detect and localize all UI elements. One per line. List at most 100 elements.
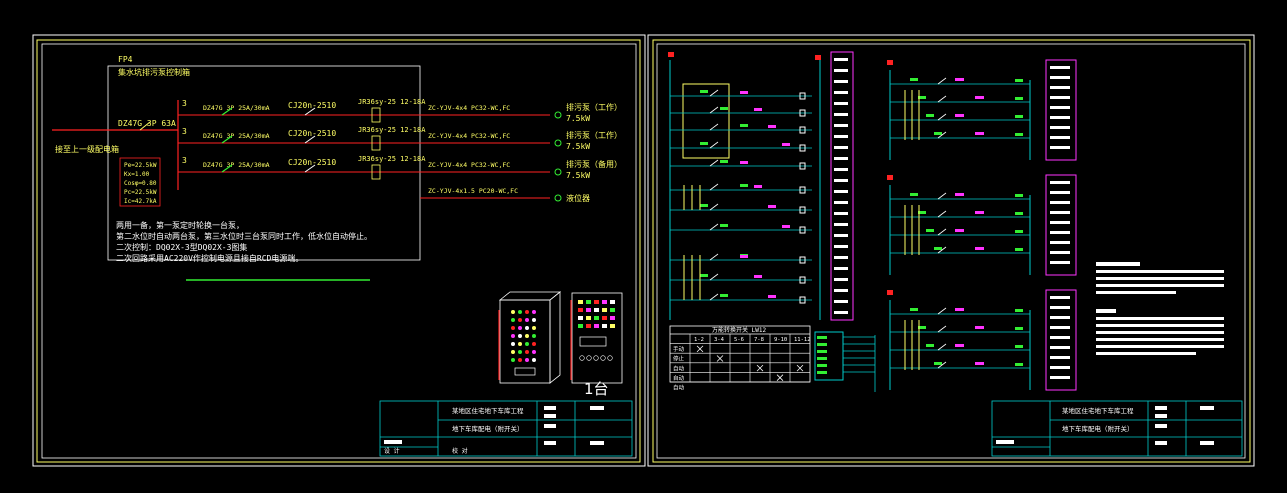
coil-tag xyxy=(926,344,934,347)
coil-tag xyxy=(700,204,708,207)
contact-tag xyxy=(955,308,964,311)
indicator-light xyxy=(518,358,522,362)
load-power: 7.5kW xyxy=(566,114,590,123)
indicator-light xyxy=(602,308,607,312)
note-line: 二次回路采用AC220V作控制电源且接自RCD电源端。 xyxy=(116,253,303,263)
panel-title: 集水坑排污泵控制箱 xyxy=(118,67,190,77)
coil-tag xyxy=(910,308,918,311)
note-line: 二次控制：DQ02X-3型DQ02X-3图集 xyxy=(116,242,247,252)
title-project: 某地区住宅地下车库工程 xyxy=(452,406,524,415)
coil-tag xyxy=(1015,97,1023,100)
fuse-tag xyxy=(887,290,893,295)
terminal-tag xyxy=(817,371,827,374)
contact-tag xyxy=(975,326,984,329)
switch-col-header: 3-4 xyxy=(714,337,725,343)
panel-knob xyxy=(593,355,599,361)
switch-row-label: 停止 xyxy=(673,355,685,363)
contact-tag xyxy=(955,344,964,347)
terminal xyxy=(799,226,806,234)
contactor-label: CJ20n-2510 xyxy=(288,101,336,110)
terminal-tag xyxy=(817,357,827,360)
contactor-label: CJ20n-2510 xyxy=(288,158,336,167)
terminal-tag xyxy=(817,343,827,346)
device-label xyxy=(834,267,848,270)
cable-label: ZC-YJV-4x4 PC32-WC,FC xyxy=(428,161,510,169)
wire xyxy=(937,246,947,254)
wire xyxy=(937,361,947,369)
wire xyxy=(937,192,947,200)
indicator-light xyxy=(518,310,522,314)
terminal xyxy=(799,162,806,170)
device-label xyxy=(834,190,848,193)
indicator-light xyxy=(518,350,522,354)
wire xyxy=(709,223,719,231)
device-label xyxy=(834,69,848,72)
indicator-light xyxy=(610,316,615,320)
coil-tag xyxy=(918,326,926,329)
coil-tag xyxy=(740,124,748,127)
indicator-light xyxy=(610,308,615,312)
branch-circuit-3: 3 DZ47G 3P 25A/30mA CJ20n-2510 JR36sy-25… xyxy=(178,155,622,180)
indicator-light xyxy=(532,310,536,314)
wire xyxy=(937,77,947,85)
load-power: 7.5kW xyxy=(566,171,590,180)
branch-breaker-label: DZ47G 3P 25A/30mA xyxy=(203,104,270,112)
cabinet-illustration: 1台 xyxy=(498,291,623,398)
device-label xyxy=(1050,66,1070,69)
branch-breaker-label: DZ47G 3P 25A/30mA xyxy=(203,132,270,140)
cable-label: ZC-YJV-4x1.5 PC20-WC,FC xyxy=(428,187,518,195)
phase-label: 3 xyxy=(182,156,187,165)
title-project: 某地区住宅地下车库工程 xyxy=(1062,406,1134,415)
indicator-light xyxy=(518,334,522,338)
contact-tag xyxy=(975,96,984,99)
device-label xyxy=(1050,261,1070,264)
indicator-light xyxy=(586,316,591,320)
breaker-symbol xyxy=(221,164,233,173)
coil-tag xyxy=(910,193,918,196)
phase-label: 3 xyxy=(182,99,187,108)
coil-tag xyxy=(1015,345,1023,348)
device-label xyxy=(834,135,848,138)
relay-group-box xyxy=(682,83,730,159)
terminal xyxy=(799,206,806,214)
branch-circuit-1: 3 DZ47G 3P 25A/30mA CJ20n-2510 JR36sy-25… xyxy=(178,98,622,123)
indicator-light xyxy=(594,300,599,304)
device-label xyxy=(1050,251,1070,254)
fuse-tag xyxy=(815,55,821,60)
coil-tag xyxy=(700,274,708,277)
terminal xyxy=(799,92,806,100)
branch-circuit-2: 3 DZ47G 3P 25A/30mA CJ20n-2510 JR36sy-25… xyxy=(178,126,622,151)
coil-tag xyxy=(926,229,934,232)
terminal-box xyxy=(814,331,844,381)
relay-label: JR36sy-25 12-18A xyxy=(358,126,426,134)
device-label xyxy=(1050,366,1070,369)
right-notes-block xyxy=(1096,262,1224,355)
relay-symbol xyxy=(371,107,381,123)
coil-tag xyxy=(934,247,942,250)
terminal xyxy=(799,186,806,194)
device-label xyxy=(1050,106,1070,109)
device-label xyxy=(1050,116,1070,119)
wire xyxy=(709,183,719,191)
contact-tag xyxy=(754,275,762,278)
contact-tag xyxy=(975,132,984,135)
wire xyxy=(756,364,764,372)
terminal xyxy=(799,109,806,117)
device-label xyxy=(1050,316,1070,319)
device-label xyxy=(834,91,848,94)
branch-breaker-label: DZ47G 3P 25A/30mA xyxy=(203,161,270,169)
wire xyxy=(709,273,719,281)
switch-col-header: 9-10 xyxy=(774,337,787,343)
contact-tag xyxy=(740,255,748,258)
panel-id: FP4 xyxy=(118,55,133,64)
contact-tag xyxy=(782,143,790,146)
title-drawing: 地下车库配电（附开关） xyxy=(452,424,524,433)
device-label xyxy=(834,80,848,83)
contactor-symbol xyxy=(304,135,316,144)
device-label xyxy=(1050,306,1070,309)
device-label xyxy=(1050,346,1070,349)
indicator-light xyxy=(511,310,515,314)
terminal-tag xyxy=(817,336,827,339)
indicator-light xyxy=(511,342,515,346)
